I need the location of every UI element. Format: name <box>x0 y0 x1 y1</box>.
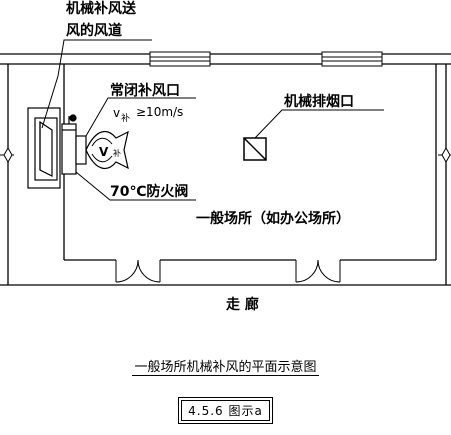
figure-caption-text: 一般场所机械补风的平面示意图 <box>132 356 319 376</box>
door-left <box>115 259 161 283</box>
inlet-label: 常闭补风口 <box>110 82 180 99</box>
fire-damper <box>61 114 77 175</box>
damper-label: 70℃防火阀 <box>110 183 188 200</box>
door-right <box>295 259 341 283</box>
airflow-arrow-icon: V 补 <box>85 130 129 170</box>
exhaust-label: 机械排烟口 <box>284 93 354 110</box>
velocity-subscript: 补 <box>121 112 130 124</box>
break-marker-right <box>438 146 451 164</box>
velocity-value: ≥10m/s <box>136 105 183 119</box>
duct-label-line2: 风的风道 <box>66 22 122 39</box>
smoke-exhaust-outlet <box>243 137 267 161</box>
window-left <box>149 51 211 67</box>
velocity-symbol: v <box>113 106 120 120</box>
duct-label-line1: 机械补风送 <box>66 0 137 17</box>
figure-number-box: 4.5.6 图示a <box>0 400 451 421</box>
arrow-v-label: V <box>99 145 109 159</box>
figure-caption: 一般场所机械补风的平面示意图 <box>0 356 451 376</box>
supply-inlet <box>75 135 87 165</box>
room-label: 一般场所（如办公场所） <box>196 210 350 227</box>
corridor-label: 走 廊 <box>226 296 259 313</box>
arrow-sub-label: 补 <box>113 148 121 158</box>
leader-lines <box>41 39 384 201</box>
window-right <box>321 51 383 67</box>
break-marker-left <box>0 146 14 164</box>
supply-duct-shaft <box>27 107 61 189</box>
figure-number: 4.5.6 图示a <box>181 400 270 421</box>
